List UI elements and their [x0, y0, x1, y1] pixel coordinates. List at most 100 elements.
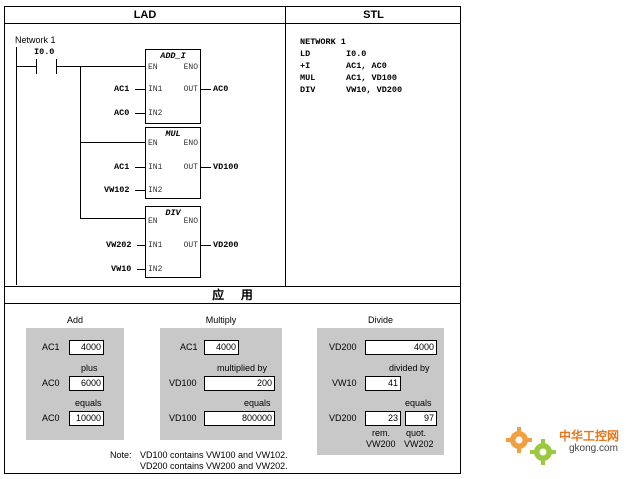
stl-op: LD: [300, 49, 311, 59]
rem-label: rem.: [372, 428, 390, 438]
figure-frame: [4, 6, 461, 474]
mul-r3-label: VD100: [169, 413, 197, 423]
mul-out-operand: VD100: [213, 162, 239, 172]
div-op2: equals: [405, 398, 432, 408]
en-pin: EN: [148, 63, 158, 72]
div-r2-label: VW10: [332, 378, 357, 388]
stl-op: MUL: [300, 73, 316, 83]
div-r3-label: VD200: [329, 413, 357, 423]
stl-listing: NETWORK 1 LD I0.0 +I AC1, AC0 MUL AC1, VD10…: [300, 36, 402, 96]
add-r2-value: 6000: [69, 376, 104, 391]
divide-title: Divide: [367, 315, 393, 325]
out-wire: [201, 245, 211, 246]
div-quot-value: 97: [405, 411, 437, 426]
stl-arg: AC1, VD100: [346, 73, 398, 83]
branch-wire: [80, 218, 146, 219]
multiply-panel: AC1 4000 multiplied by VD100 200 equals …: [160, 328, 282, 440]
add-r3-label: AC0: [42, 413, 60, 423]
stl-arg: I0.0: [346, 49, 367, 59]
in2-pin: IN2: [148, 265, 163, 274]
mul-r1-label: AC1: [180, 342, 198, 352]
contact-address: I0.0: [34, 47, 55, 57]
out-pin: OUT: [183, 163, 198, 172]
note-line-1: VD100 contains VW100 and VW102.: [140, 450, 288, 460]
mul-op1: multiplied by: [217, 363, 268, 373]
add-r3-value: 10000: [69, 411, 104, 426]
note-line-2: VD200 contains VW200 and VW202.: [140, 461, 288, 471]
in1-pin: IN1: [148, 85, 163, 94]
stl-line: +I AC1, AC0: [300, 60, 402, 72]
add-in2-operand: AC0: [114, 108, 130, 118]
out-wire: [201, 89, 211, 90]
application-header: 应 用: [4, 287, 461, 304]
stl-op: NETWORK 1: [300, 37, 346, 47]
stl-line: LD I0.0: [300, 48, 402, 60]
in1-wire: [135, 167, 145, 168]
in2-wire: [135, 113, 145, 114]
column-divider: [285, 6, 286, 286]
divide-panel: VD200 4000 divided by VW10 41 equals VD2…: [317, 328, 444, 455]
box-title: ADD_I: [160, 51, 186, 61]
multiply-title: Multiply: [205, 315, 237, 325]
in1-pin: IN1: [148, 241, 163, 250]
div-r1-value: 4000: [365, 340, 437, 355]
add-out-operand: AC0: [213, 84, 229, 94]
gear-icon: [506, 427, 556, 465]
in1-pin: IN1: [148, 163, 163, 172]
add-panel: AC1 4000 plus AC0 6000 equals AC0 10000: [26, 328, 124, 440]
watermark-url: gkong.com: [569, 443, 618, 454]
out-wire: [201, 167, 211, 168]
rung-wire: [16, 66, 36, 67]
add-r1-label: AC1: [42, 342, 60, 352]
quot-label: quot.: [406, 428, 427, 438]
mul-op2: equals: [244, 398, 271, 408]
power-rail: [16, 47, 17, 285]
rung-wire: [56, 66, 146, 67]
stl-arg: AC1, AC0: [346, 61, 387, 71]
stl-line: NETWORK 1: [300, 36, 402, 48]
stl-op: +I: [300, 61, 311, 71]
eno-pin: ENO: [183, 63, 198, 72]
mul-r2-label: VD100: [169, 378, 197, 388]
box-title: DIV: [165, 208, 181, 218]
out-pin: OUT: [183, 85, 198, 94]
div-r2-value: 41: [365, 376, 401, 391]
mul-in1-operand: AC1: [114, 162, 130, 172]
en-pin: EN: [148, 217, 158, 226]
watermark-text: 中华工控网: [559, 429, 620, 443]
div-r1-label: VD200: [329, 342, 357, 352]
div-in1-operand: VW202: [106, 240, 132, 250]
in2-pin: IN2: [148, 109, 163, 118]
quot-register: VW202: [404, 439, 434, 449]
branch-wire: [80, 142, 146, 143]
in2-wire: [135, 190, 145, 191]
en-pin: EN: [148, 139, 158, 148]
eno-pin: ENO: [183, 217, 198, 226]
add-op1: plus: [81, 363, 98, 373]
add-title: Add: [66, 315, 83, 325]
add-r2-label: AC0: [42, 378, 60, 388]
lad-header: LAD: [4, 6, 286, 24]
eno-pin: ENO: [183, 139, 198, 148]
add-in1-operand: AC1: [114, 84, 130, 94]
div-box: DIV EN ENO IN1 OUT IN2: [145, 206, 201, 278]
mul-r3-value: 800000: [204, 411, 275, 426]
div-rem-value: 23: [365, 411, 401, 426]
mul-r2-value: 200: [204, 376, 275, 391]
in1-wire: [135, 89, 145, 90]
watermark-logo: 中华工控网 gkong.com: [503, 418, 637, 470]
box-title: MUL: [165, 129, 181, 139]
network-label: Network 1: [15, 35, 56, 45]
stl-header: STL: [286, 6, 461, 24]
div-in2-operand: VW10: [111, 264, 132, 274]
in2-pin: IN2: [148, 186, 163, 195]
mul-r1-value: 4000: [204, 340, 239, 355]
contact-left-bar: [36, 59, 37, 74]
add-op2: equals: [75, 398, 102, 408]
rem-register: VW200: [366, 439, 396, 449]
in2-wire: [137, 269, 145, 270]
mul-box: MUL EN ENO IN1 OUT IN2: [145, 127, 201, 199]
div-op1: divided by: [389, 363, 430, 373]
section-divider: [4, 286, 461, 287]
